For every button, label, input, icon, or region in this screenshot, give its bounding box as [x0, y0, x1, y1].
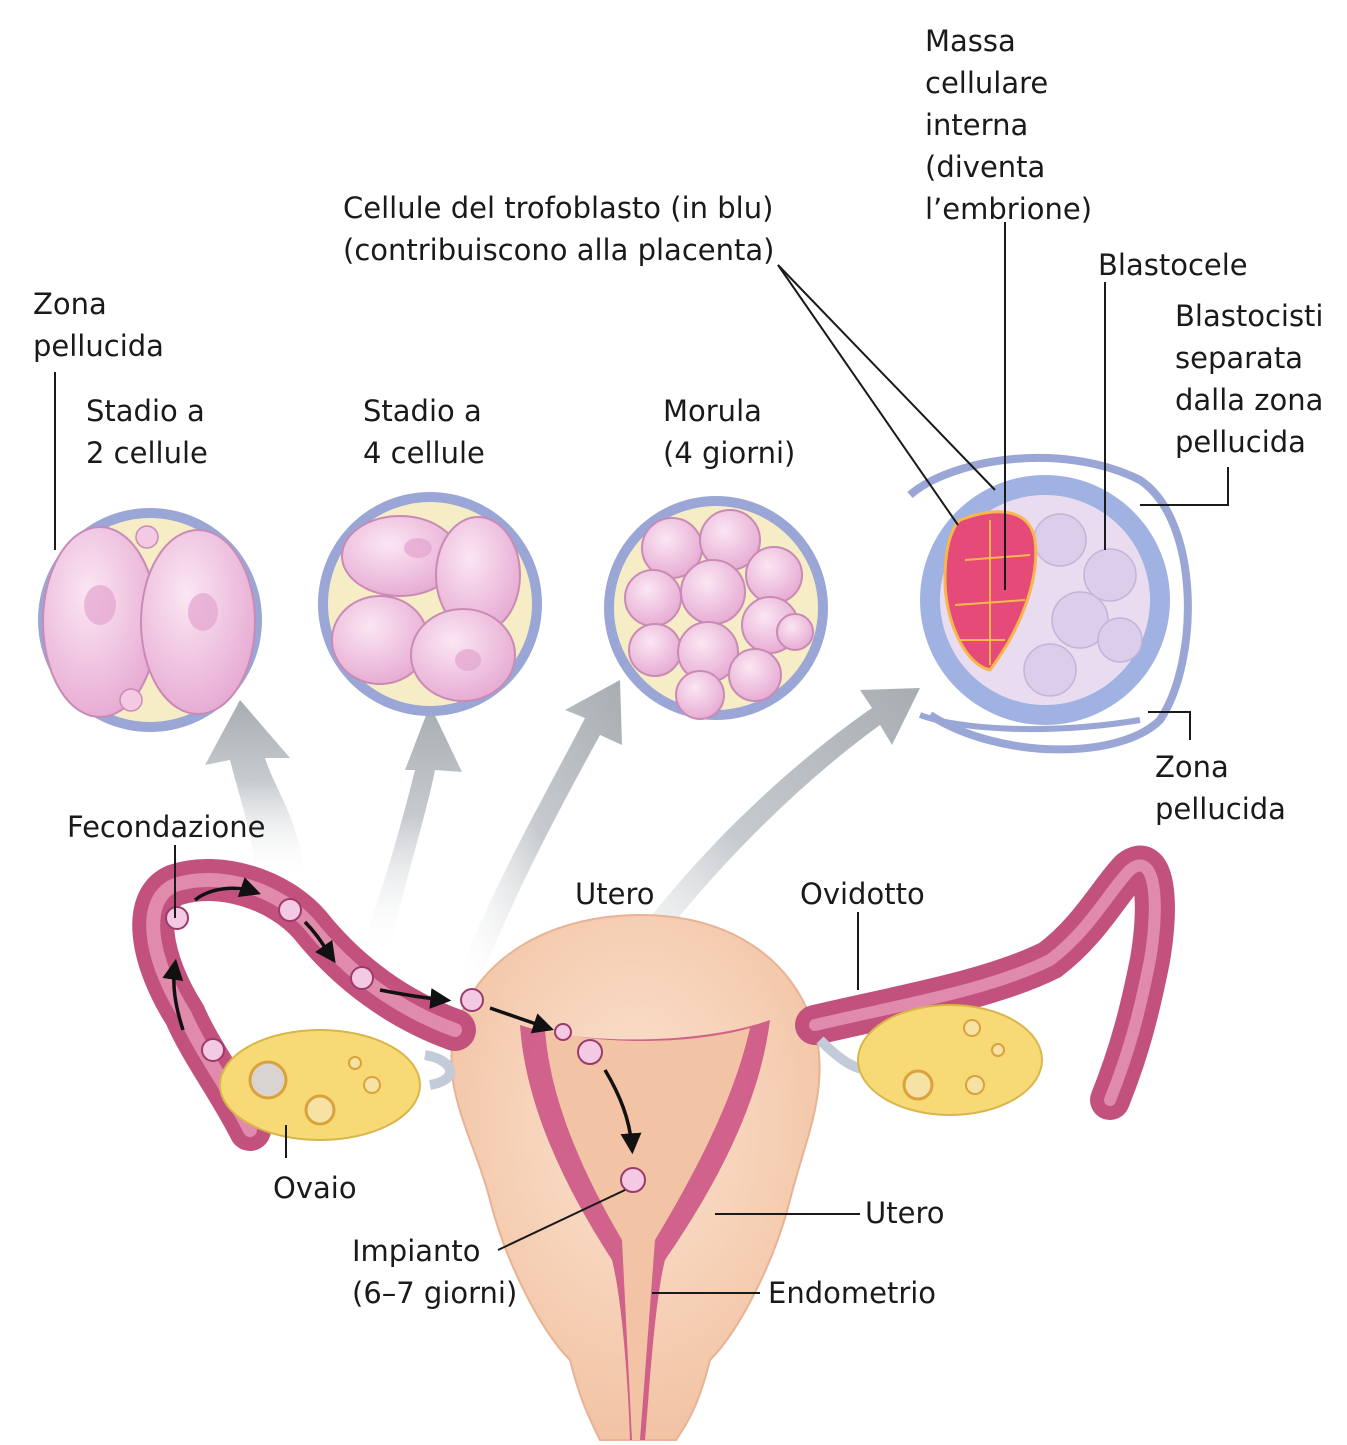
arrow-to-morula [455, 680, 622, 985]
label-inner-cell-mass: Massa cellulare interna (diventa l’embri… [925, 20, 1092, 230]
leader-lines [54, 222, 1229, 1294]
label-line: Endometrio [768, 1276, 937, 1310]
four-cell-stage-illustration [318, 492, 542, 716]
label-line: pellucida [1155, 792, 1286, 826]
label-trophoblast: Cellule del trofoblasto (in blu) (contri… [343, 187, 774, 271]
label-fertilization: Fecondazione [67, 806, 265, 848]
two-cell-stage-illustration [38, 508, 262, 732]
label-zona-pellucida-right: Zona pellucida [1155, 746, 1286, 830]
right-oviduct-illustration [795, 845, 1175, 1120]
label-line: Impianto [352, 1234, 481, 1268]
label-line: Cellule del trofoblasto (in blu) [343, 191, 774, 225]
label-line: pellucida [33, 329, 164, 363]
label-line: Stadio a [86, 394, 205, 428]
label-line: (contribuiscono alla placenta) [343, 233, 775, 267]
morula-illustration [604, 496, 828, 720]
label-line: Blastocisti [1175, 299, 1324, 333]
right-ovary-illustration [816, 1004, 1043, 1116]
label-blastocyst-separated: Blastocisti separata dalla zona pellucid… [1175, 295, 1323, 463]
label-line: (6–7 giorni) [352, 1276, 518, 1310]
label-uterus-top: Utero [575, 873, 654, 915]
arrow-to-2cells [205, 700, 305, 880]
label-line: Blastocele [1098, 248, 1248, 282]
embryo-path-arrows [162, 877, 642, 1155]
label-line: (diventa [925, 150, 1046, 184]
label-line: dalla zona [1175, 383, 1324, 417]
label-line: pellucida [1175, 425, 1306, 459]
label-line: Stadio a [363, 394, 482, 428]
label-line: Zona [1155, 750, 1229, 784]
label-line: Morula [663, 394, 762, 428]
embryo-path-markers [165, 898, 646, 1193]
label-line: Utero [865, 1196, 945, 1230]
label-stage-4-cells: Stadio a 4 cellule [363, 390, 485, 474]
label-stage-2-cells: Stadio a 2 cellule [86, 390, 208, 474]
label-line: l’embrione) [925, 192, 1093, 226]
label-morula: Morula (4 giorni) [663, 390, 795, 474]
label-uterus-right: Utero [865, 1192, 944, 1234]
label-blastocoel: Blastocele [1098, 244, 1248, 286]
label-line: separata [1175, 341, 1303, 375]
label-oviduct: Ovidotto [800, 873, 925, 915]
label-ovary: Ovaio [273, 1167, 357, 1209]
label-line: Ovidotto [800, 877, 925, 911]
label-line: Utero [575, 877, 655, 911]
label-line: 4 cellule [363, 436, 485, 470]
label-line: cellulare [925, 66, 1049, 100]
arrow-to-4cells [358, 705, 462, 955]
label-line: Ovaio [273, 1171, 357, 1205]
label-line: Massa [925, 24, 1016, 58]
label-line: interna [925, 108, 1029, 142]
label-line: Fecondazione [67, 810, 266, 844]
label-line: 2 cellule [86, 436, 208, 470]
blastocyst-illustration [907, 453, 1192, 754]
label-zona-pellucida-left: Zona pellucida [33, 283, 164, 367]
label-implantation: Impianto (6–7 giorni) [352, 1230, 517, 1314]
left-ovary-illustration [219, 1029, 455, 1141]
label-line: Zona [33, 287, 107, 321]
label-line: (4 giorni) [663, 436, 796, 470]
label-endometrium: Endometrio [768, 1272, 936, 1314]
